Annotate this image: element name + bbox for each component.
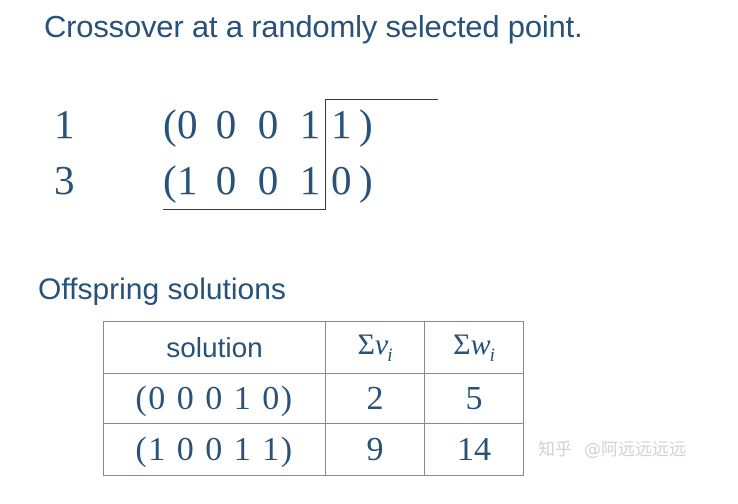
gene-bit: 0 (177, 101, 198, 147)
gene-bit: 1 (299, 157, 321, 203)
cell-sum-v: 9 (325, 423, 425, 476)
gene-bit: 1 (177, 157, 198, 203)
close-paren: ) (359, 101, 373, 147)
parent-label: 1 (54, 101, 75, 147)
cell-sum-v: 2 (325, 373, 425, 424)
crossover-cut-vertical-line (325, 100, 326, 210)
cell-sum-w: 14 (424, 423, 524, 476)
page-title: Crossover at a randomly selected point. (44, 9, 583, 44)
table-header-row: solution Σvi Σwi (103, 321, 524, 374)
parent-label: 3 (54, 157, 75, 203)
gene-bit: 0 (257, 157, 279, 203)
watermark: 知乎 @阿远远远远 (538, 437, 728, 463)
cell-sum-w: 5 (424, 373, 524, 424)
cell-solution: (1 0 0 1 1) (103, 423, 326, 476)
watermark-handle: @阿远远远远 (584, 440, 686, 460)
gene-bit: 0 (331, 157, 352, 203)
offspring-solutions-table: solution Σvi Σwi (0 0 0 1 0) 2 5 (1 0 0 … (103, 321, 524, 476)
column-header-solution: solution (103, 321, 326, 374)
column-header-sum-w: Σwi (424, 321, 524, 374)
gene-bit: 0 (257, 101, 279, 147)
gene-bit: 0 (215, 101, 237, 147)
crossover-cut-top-line (325, 99, 438, 100)
open-paren: ( (163, 101, 177, 147)
crossover-cut-bottom-line (163, 209, 326, 210)
gene-bit: 1 (331, 101, 352, 147)
close-paren: ) (359, 157, 373, 203)
sigma-w-header: Σwi (453, 328, 495, 366)
table-row: (0 0 0 1 0) 2 5 (103, 373, 524, 424)
table-row: (1 0 0 1 1) 9 14 (103, 423, 524, 476)
cell-solution: (0 0 0 1 0) (103, 373, 326, 424)
column-header-sum-v: Σvi (325, 321, 425, 374)
offspring-heading: Offspring solutions (38, 273, 286, 306)
gene-bit: 1 (299, 101, 321, 147)
watermark-logo: 知乎 (538, 440, 572, 460)
sigma-v-header: Σvi (357, 328, 393, 366)
gene-bit: 0 (215, 157, 237, 203)
open-paren: ( (163, 157, 177, 203)
